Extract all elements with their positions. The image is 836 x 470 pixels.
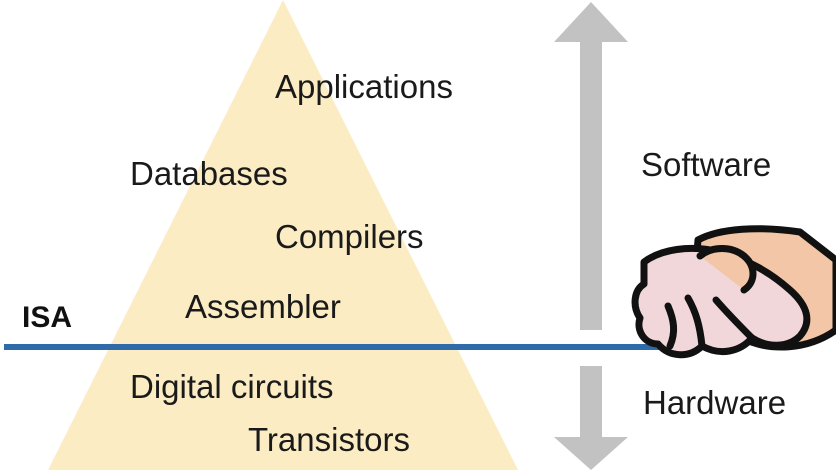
handshake-icon [631, 225, 836, 359]
layer-applications: Applications [275, 68, 453, 105]
down-arrow-icon [554, 366, 628, 470]
layer-compilers: Compilers [275, 218, 424, 255]
layer-assembler: Assembler [185, 288, 341, 325]
layer-digital-circuits: Digital circuits [130, 368, 334, 405]
layer-transistors: Transistors [248, 421, 410, 458]
layer-databases: Databases [130, 155, 288, 192]
hardware-label: Hardware [643, 384, 787, 421]
software-label: Software [641, 146, 772, 183]
abstraction-pyramid [48, 0, 518, 470]
isa-label: ISA [22, 301, 73, 334]
up-arrow-icon [554, 2, 628, 330]
